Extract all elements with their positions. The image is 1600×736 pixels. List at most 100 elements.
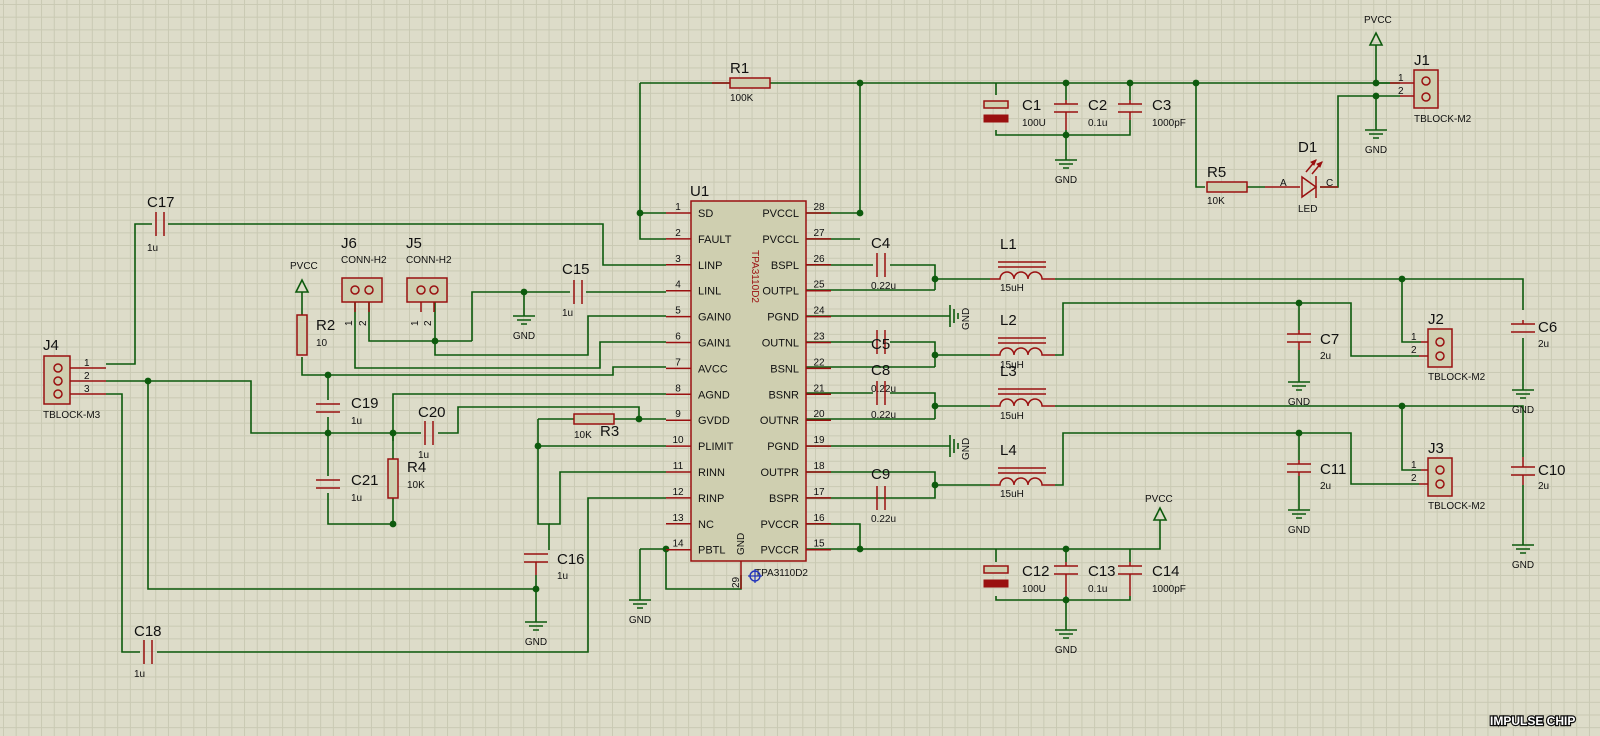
inductor-l2[interactable]: L2 15uH: [990, 312, 1055, 371]
resistor-r3[interactable]: R3 10K: [573, 413, 619, 441]
power-pvcc-bottom: PVCC: [1145, 494, 1173, 521]
ic-pin-number-24: 24: [813, 306, 825, 317]
c19-value: 1u: [351, 416, 362, 427]
capacitor-c5[interactable]: C5 0.22u: [871, 330, 896, 395]
resistor-r2[interactable]: R2 10: [296, 314, 335, 356]
capacitor-c11[interactable]: C11 2u: [1287, 460, 1346, 492]
ic-body: [690, 200, 807, 562]
ic-pin-name-13: NC: [698, 519, 714, 531]
capacitor-c3[interactable]: C3 1000pF: [1118, 97, 1186, 129]
led-d1[interactable]: D1 LED A C: [1265, 139, 1338, 215]
capacitor-c7[interactable]: C7 2u: [1287, 330, 1339, 362]
capacitor-c18[interactable]: C18 1u: [134, 623, 162, 680]
capacitor-c13[interactable]: C13 0.1u: [1054, 562, 1116, 596]
ground-label: GND: [1512, 405, 1534, 416]
c15-value: 1u: [562, 308, 573, 319]
capacitor-c19[interactable]: C19 1u: [316, 395, 379, 427]
r4-ref: R4: [407, 459, 426, 476]
resistor-r4[interactable]: R4 10K: [387, 458, 426, 499]
connector-j1[interactable]: J1 TBLOCK-M2 1 2: [1390, 52, 1472, 125]
ic-pin-number-18: 18: [813, 461, 825, 472]
c14-ref: C14: [1152, 563, 1180, 580]
ground-label: GND: [1055, 645, 1077, 656]
resistor-r1[interactable]: R1 100K: [712, 60, 771, 104]
wires: [106, 45, 1524, 653]
inductor-l4[interactable]: L4 15uH: [990, 442, 1055, 500]
j5-pin2: 2: [423, 320, 434, 326]
capacitor-c12[interactable]: C12 100U: [983, 563, 1050, 595]
c11-value: 2u: [1320, 481, 1331, 492]
ic-pin-number-12: 12: [672, 487, 684, 498]
c8-value: 0.22u: [871, 410, 896, 421]
capacitor-c14[interactable]: C14 1000pF: [1118, 562, 1186, 596]
ic-pin-name-25: OUTPL: [762, 286, 799, 298]
ground-symbol: [513, 306, 535, 325]
c4-ref: C4: [871, 235, 890, 252]
c12-ref: C12: [1022, 563, 1050, 580]
capacitor-c21[interactable]: C21 1u: [316, 472, 379, 504]
capacitor-c8[interactable]: C8 0.22u: [871, 362, 896, 421]
ic-pin-number-16: 16: [813, 513, 825, 524]
l3-value: 15uH: [1000, 411, 1024, 422]
c21-ref: C21: [351, 472, 379, 489]
ground-label: GND: [1365, 145, 1387, 156]
j1-pin1: 1: [1398, 73, 1404, 84]
ic-ref: U1: [690, 183, 709, 200]
capacitors: C1 100U C2 0.1u C3 1000pF C4 0.22u C5 0.…: [134, 97, 1566, 680]
resistor-r5[interactable]: R5 10K: [1206, 164, 1248, 207]
capacitor-c17[interactable]: C17 1u: [147, 194, 175, 254]
connector-j4[interactable]: J4 TBLOCK-M3 1 2 3: [43, 337, 106, 421]
j1-type: TBLOCK-M2: [1414, 114, 1472, 125]
c17-value: 1u: [147, 243, 158, 254]
ground-label: GND: [513, 331, 535, 342]
ic-tpa3110d2[interactable]: U1 TPA3110D2 TPA3110D2 GND 29 1SD2FAULT3…: [666, 183, 831, 589]
r3-value: 10K: [574, 430, 592, 441]
connector-j3[interactable]: J3 TBLOCK-M2 1 2: [1411, 440, 1486, 512]
c12-value: 100U: [1022, 584, 1046, 595]
r4-value: 10K: [407, 480, 425, 491]
r1-value: 100K: [730, 93, 754, 104]
c13-ref: C13: [1088, 563, 1116, 580]
connector-j6[interactable]: J6 CONN-H2 1 2: [341, 235, 387, 326]
ic-pin-name-24: PGND: [767, 312, 799, 324]
capacitor-c15[interactable]: C15 1u: [562, 261, 590, 319]
ic-pad-label: GND: [736, 533, 747, 555]
inductor-l1[interactable]: L1 15uH: [990, 236, 1055, 294]
ic-pin-name-19: PGND: [767, 441, 799, 453]
l2-ref: L2: [1000, 312, 1017, 329]
r5-ref: R5: [1207, 164, 1226, 181]
d1-ref: D1: [1298, 139, 1317, 156]
ic-pin-number-15: 15: [813, 539, 825, 550]
capacitor-c2[interactable]: C2 0.1u: [1054, 97, 1107, 130]
j2-pin2: 2: [1411, 345, 1417, 356]
power-pvcc-left: PVCC: [290, 261, 318, 293]
ic-pad-pin: 29: [731, 576, 742, 588]
capacitor-c6[interactable]: C6 2u: [1511, 319, 1557, 350]
capacitor-c1[interactable]: C1 100U: [983, 97, 1046, 129]
j6-pin1: 1: [344, 320, 355, 326]
capacitor-c4[interactable]: C4 0.22u: [871, 235, 896, 292]
ic-pin-number-23: 23: [813, 332, 825, 343]
ic-pin-number-17: 17: [813, 487, 825, 498]
c7-ref: C7: [1320, 331, 1339, 348]
inductor-l3[interactable]: L3 15uH: [990, 363, 1055, 422]
ic-pin-name-26: BSPL: [771, 260, 799, 272]
ic-pin-name-12: RINP: [698, 493, 724, 505]
l2-value: 15uH: [1000, 360, 1024, 371]
ic-pin-name-3: LINP: [698, 260, 722, 272]
ic-pin-name-23: OUTNL: [762, 338, 799, 350]
ground-label: GND: [1055, 175, 1077, 186]
capacitor-c16[interactable]: C16 1u: [524, 551, 585, 582]
capacitor-c20[interactable]: C20 1u: [418, 404, 446, 461]
connector-j2[interactable]: J2 TBLOCK-M2 1 2: [1411, 311, 1486, 383]
j4-pin2: 2: [84, 371, 90, 382]
c10-ref: C10: [1538, 462, 1566, 479]
connector-j5[interactable]: J5 CONN-H2 1 2: [406, 235, 452, 326]
capacitor-c9[interactable]: C9 0.22u: [871, 466, 896, 525]
c20-value: 1u: [418, 450, 429, 461]
j5-pin1: 1: [410, 320, 421, 326]
capacitor-c10[interactable]: C10 2u: [1511, 457, 1566, 492]
ic-pin-name-2: FAULT: [698, 234, 732, 246]
